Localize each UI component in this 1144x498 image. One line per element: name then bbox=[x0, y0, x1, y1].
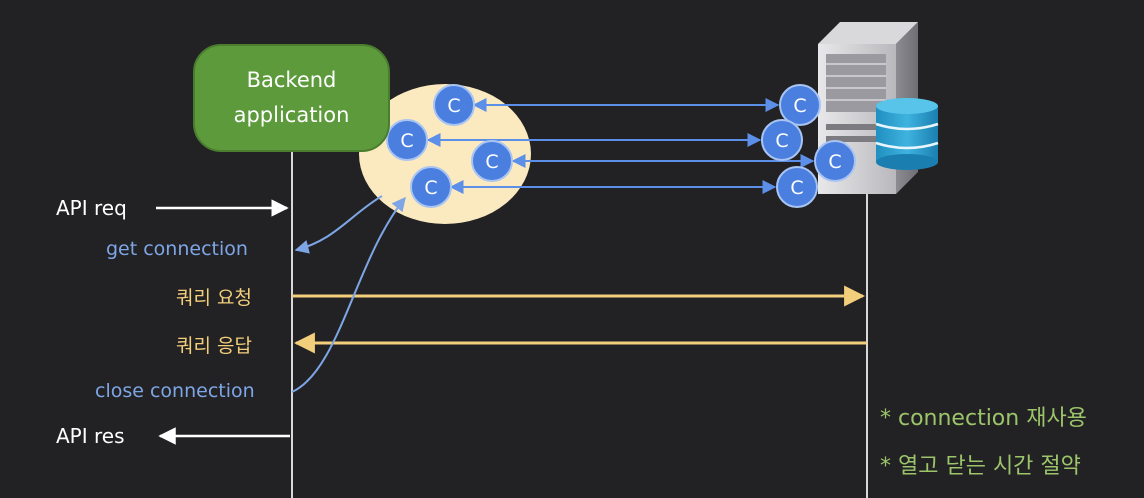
connection-pool-circle: C bbox=[386, 119, 428, 161]
close-connection-label: close connection bbox=[95, 380, 255, 402]
connection-label: C bbox=[790, 177, 803, 199]
get-connection-label: get connection bbox=[106, 238, 248, 260]
api-req-label: API req bbox=[56, 196, 127, 220]
note-connection-reuse: * connection 재사용 bbox=[880, 406, 1087, 431]
backend-title-line2: application bbox=[233, 103, 350, 127]
connection-pool-circle: C bbox=[471, 140, 513, 182]
connection-label: C bbox=[775, 130, 788, 152]
db-connection-circle: C bbox=[776, 166, 818, 208]
api-res-label: API res bbox=[56, 424, 125, 448]
connection-label: C bbox=[485, 151, 498, 173]
backend-title-line1: Backend bbox=[246, 68, 337, 92]
db-connection-circle: C bbox=[779, 84, 821, 126]
database-cylinder-icon bbox=[875, 98, 939, 170]
connection-label: C bbox=[793, 95, 806, 117]
connection-label: C bbox=[424, 177, 437, 199]
connection-pool-circle: C bbox=[433, 84, 475, 126]
close-connection-arrow bbox=[291, 196, 406, 393]
connection-label: C bbox=[400, 130, 413, 152]
pool-db-links bbox=[426, 98, 815, 194]
connection-label: C bbox=[447, 95, 460, 117]
query-response-label: 쿼리 응답 bbox=[176, 335, 252, 357]
db-connection-circle: C bbox=[814, 140, 856, 182]
connection-label: C bbox=[828, 151, 841, 173]
note-time-saving: * 열고 닫는 시간 절약 bbox=[880, 454, 1081, 479]
db-connection-circle: C bbox=[761, 119, 803, 161]
query-request-label: 쿼리 요청 bbox=[176, 287, 252, 309]
backend-application-box: Backend application bbox=[193, 44, 390, 152]
get-connection-arrow bbox=[294, 195, 383, 254]
connection-pool-circle: C bbox=[410, 166, 452, 208]
